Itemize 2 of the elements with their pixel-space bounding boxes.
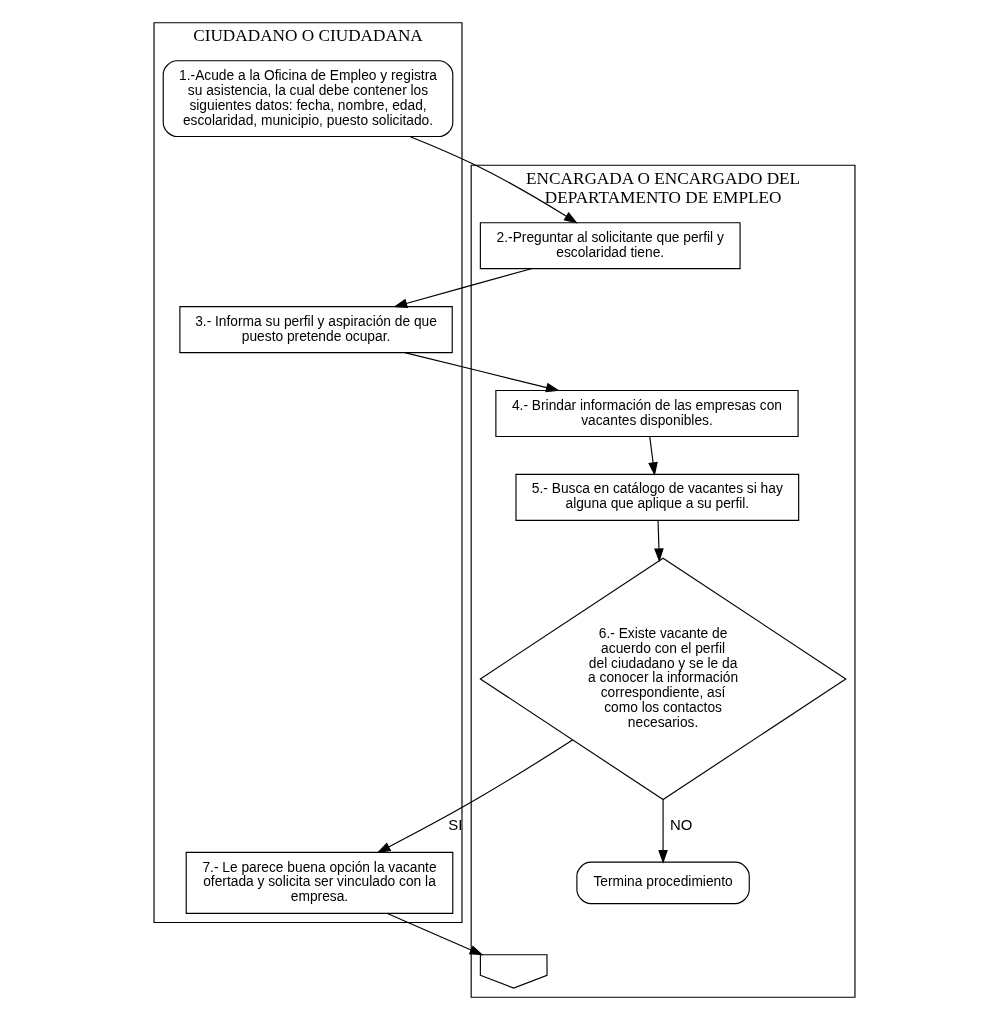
- edge-label: SI: [447, 815, 462, 833]
- edge-label: NO: [669, 815, 692, 833]
